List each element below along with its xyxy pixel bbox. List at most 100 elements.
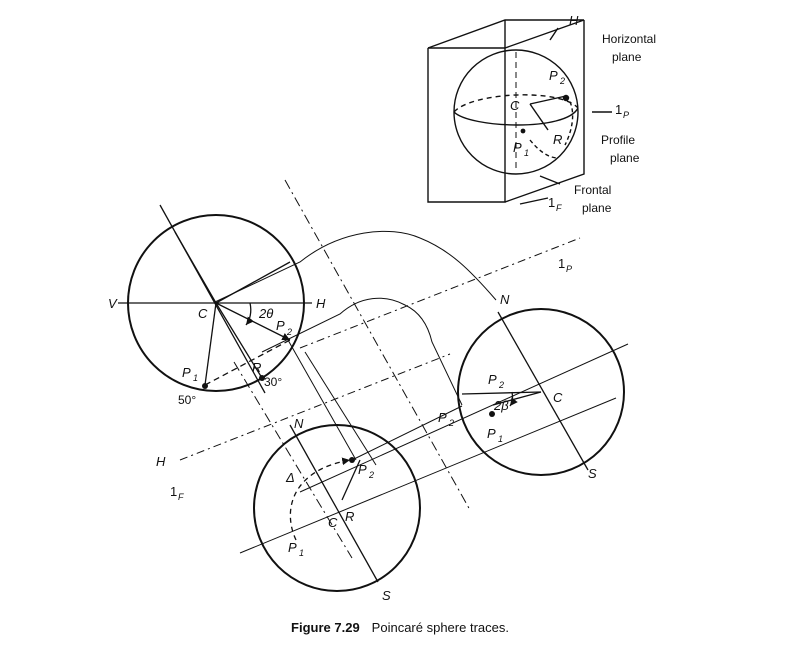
lower-P1-label: P xyxy=(288,540,297,555)
cube-frontal-plane-label: plane xyxy=(582,201,612,215)
cube-1P-label: 1 xyxy=(615,102,622,117)
cube-P2-label: P xyxy=(549,68,558,83)
lower-C-label: C xyxy=(328,515,338,530)
cube-front-face xyxy=(427,47,506,203)
right-P2-lower-sub: 2 xyxy=(448,418,454,428)
cube-profile-plane-label: plane xyxy=(610,151,640,165)
lower-P2-sub: 2 xyxy=(368,470,374,480)
cube-right-face xyxy=(504,20,585,203)
cube-diagram xyxy=(427,19,612,205)
cube-C-label: C xyxy=(510,98,520,113)
front-radius-P1 xyxy=(204,302,217,386)
axis-1P-label: 1 xyxy=(558,256,565,271)
cube-horizontal-plane-label: plane xyxy=(612,50,642,64)
front-V-label: V xyxy=(108,296,118,311)
hinge-1P xyxy=(299,237,581,349)
front-50-label: 50° xyxy=(178,393,196,407)
projector-1 xyxy=(287,339,357,461)
front-diagonal-axis-2 xyxy=(174,231,217,304)
dash-upper-diag-1 xyxy=(284,179,471,511)
cube-P2-sub: 2 xyxy=(559,76,565,86)
front-C-label: C xyxy=(198,306,208,321)
front-R-label: R xyxy=(252,360,261,375)
right-P2-upper-sub: 2 xyxy=(498,380,504,390)
cube-radius-R xyxy=(529,103,549,131)
right-N-S-axis xyxy=(497,311,589,471)
right-C-label: C xyxy=(553,390,563,405)
lower-S-label: S xyxy=(382,588,391,603)
cube-leader-frontal xyxy=(539,175,561,185)
cube-H-label: H xyxy=(569,13,579,28)
lower-radius-P2 xyxy=(341,459,361,501)
axis-H-label: H xyxy=(156,454,166,469)
cube-P1-sub: 1 xyxy=(524,148,529,158)
cube-point-P2 xyxy=(562,94,570,102)
cube-point-R xyxy=(520,128,526,134)
transfer-arc-outer xyxy=(214,230,497,303)
front-H-label: H xyxy=(316,296,326,311)
horizontal-trace-1 xyxy=(239,397,617,554)
cube-equator-front xyxy=(453,107,579,126)
right-P1-label: P xyxy=(487,426,496,441)
right-beta-label: 2β xyxy=(493,398,509,413)
cube-P1-label: P xyxy=(513,140,522,155)
front-axis-ray xyxy=(215,261,291,304)
cube-horizontal-label: Horizontal xyxy=(602,32,656,46)
lower-N-S-axis xyxy=(289,424,379,583)
right-S-label: S xyxy=(588,466,597,481)
construction-lines xyxy=(179,179,629,559)
cube-leader-H xyxy=(549,27,559,41)
cube-1F-sub: F xyxy=(556,203,562,213)
front-view xyxy=(118,204,312,394)
axis-1F-sub: F xyxy=(178,492,184,502)
front-radius-R xyxy=(215,302,263,379)
lower-N-label: N xyxy=(294,416,304,431)
cube-1F-label: 1 xyxy=(548,195,555,210)
front-P2-label: P xyxy=(276,318,285,333)
lower-P1-sub: 1 xyxy=(299,548,304,558)
front-point-R xyxy=(259,375,265,381)
dash-upper-diag-2 xyxy=(233,361,353,559)
front-dashed-P1-P2 xyxy=(204,339,291,386)
right-N-label: N xyxy=(500,292,510,307)
figure-number: Figure 7.29 xyxy=(291,620,360,635)
cube-arc-P2 xyxy=(564,95,574,146)
right-angle-arc xyxy=(509,391,518,407)
cube-arc-P1 xyxy=(529,139,559,159)
cube-1P-sub: P xyxy=(623,110,629,120)
hinge-1F xyxy=(179,353,451,461)
cube-frontal-label: Frontal xyxy=(574,183,611,197)
figure-caption-text: Poincaré sphere traces. xyxy=(371,620,509,635)
horizontal-trace-2 xyxy=(299,343,629,493)
cube-profile-label: Profile xyxy=(601,133,635,147)
lower-R-label: R xyxy=(345,509,354,524)
front-30-label: 30° xyxy=(264,375,282,389)
right-circle xyxy=(457,308,625,476)
cube-top-face xyxy=(427,19,585,49)
p2-connector xyxy=(351,405,463,461)
figure-caption: Figure 7.29 Poincaré sphere traces. xyxy=(0,620,800,635)
front-angle-arc xyxy=(245,302,254,326)
front-P1-label: P xyxy=(182,365,191,380)
front-point-P1 xyxy=(202,383,208,389)
lower-point-P2 xyxy=(349,457,355,463)
transfer-arc-inner xyxy=(261,297,463,406)
projector-2 xyxy=(304,351,377,466)
lower-delta-label: Δ xyxy=(285,470,295,485)
right-P2-upper-label: P xyxy=(488,372,497,387)
right-view xyxy=(457,308,625,476)
front-P2-sub: 2 xyxy=(286,327,292,337)
axis-1P-sub: P xyxy=(566,264,572,274)
right-radius-P2 xyxy=(461,391,542,395)
cube-leader-1F xyxy=(519,197,549,205)
cube-radius-P2 xyxy=(529,95,567,105)
right-point-P1 xyxy=(489,411,495,417)
right-P2-lower-label: P xyxy=(438,410,447,425)
front-P1-sub: 1 xyxy=(193,373,198,383)
right-P1-sub: 1 xyxy=(498,434,503,444)
lower-view xyxy=(253,424,421,592)
front-theta-label: 2θ xyxy=(258,306,273,321)
lower-P2-label: P xyxy=(358,462,367,477)
lower-circle xyxy=(253,424,421,592)
